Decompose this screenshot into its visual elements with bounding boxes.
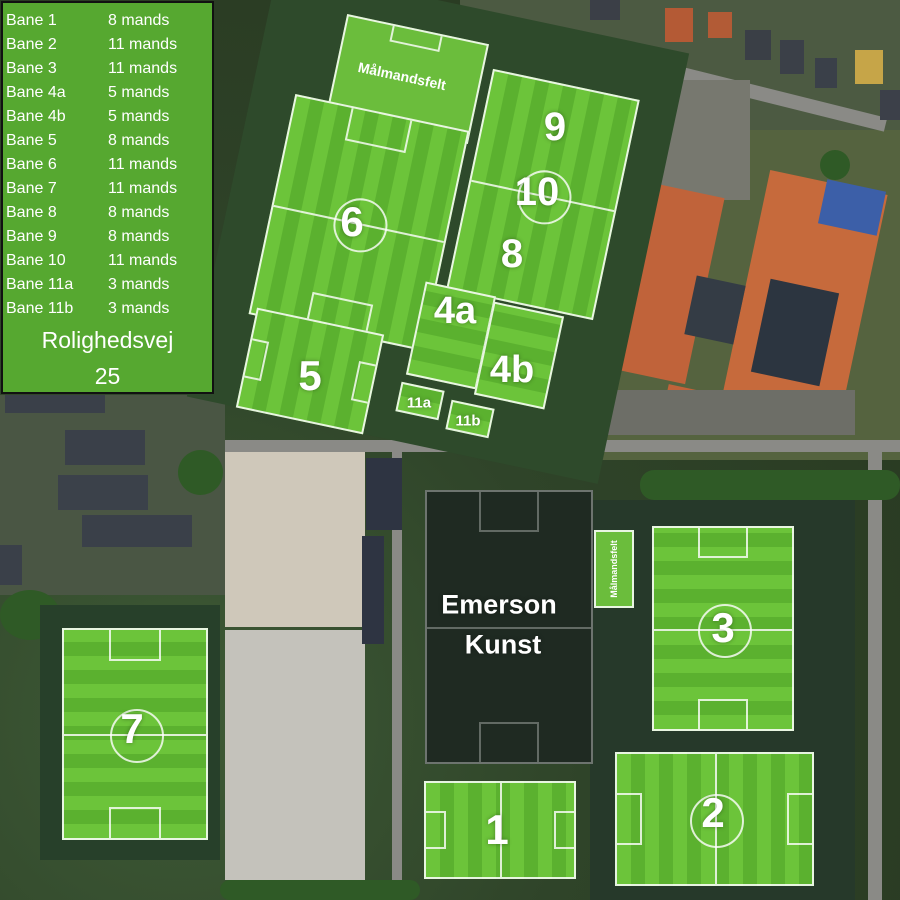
legend-name: Bane 10 (6, 252, 66, 269)
pitch-legend: Bane 1 8 mands Bane 2 11 mands Bane 3 11… (1, 1, 214, 394)
legend-name: Bane 2 (6, 36, 57, 53)
tree (178, 450, 223, 495)
east-road (868, 440, 882, 900)
penalty-box (617, 793, 643, 845)
pitch-5-number: 5 (298, 352, 322, 399)
halfway-line (427, 627, 591, 629)
penalty-box (244, 338, 270, 381)
legend-size: 8 mands (108, 204, 170, 221)
legend-name: Bane 4b (6, 108, 66, 125)
house (665, 8, 693, 42)
legend-name: Bane 11a (6, 276, 74, 293)
legend-name: Bane 6 (6, 156, 57, 173)
tree (220, 880, 420, 900)
legend-name: Bane 3 (6, 60, 57, 77)
sand-field (225, 452, 365, 627)
legend-size: 3 mands (108, 276, 170, 293)
tree (820, 150, 850, 180)
pitch-4a-number: 4a (433, 290, 477, 332)
halfway-line (500, 783, 502, 877)
legend-size: 11 mands (108, 60, 178, 77)
pitch-9-number: 9 (543, 105, 567, 149)
penalty-box (426, 811, 446, 849)
legend-size: 11 mands (108, 180, 178, 197)
penalty-box (698, 528, 748, 559)
penalty-box (109, 630, 161, 662)
center-circle (110, 709, 164, 763)
house (58, 475, 148, 510)
legend-size: 3 mands (108, 300, 170, 317)
pitch-6-number: 6 (340, 198, 364, 245)
house (745, 30, 771, 60)
pitch-1[interactable] (424, 781, 576, 879)
artificial-pitch-label-line2: Kunst (464, 629, 542, 660)
legend-size: 5 mands (108, 84, 170, 101)
pitch-7[interactable] (62, 628, 208, 840)
legend-name: Bane 1 (6, 12, 57, 29)
pitch-11a-number: 11a (406, 394, 432, 412)
legend-size: 11 mands (108, 252, 178, 269)
house (780, 40, 804, 74)
pitch-7-number: 7 (120, 705, 144, 752)
clubhouse (362, 536, 384, 644)
legend-name: Bane 8 (6, 204, 57, 221)
penalty-box (554, 811, 574, 849)
pitch-1-number: 1 (485, 806, 509, 853)
house (65, 430, 145, 465)
legend-name: Bane 11b (6, 300, 74, 317)
penalty-box (109, 806, 161, 838)
pitch-3[interactable] (652, 526, 794, 731)
address-street: Rolighedsvej (41, 327, 174, 353)
tree (640, 470, 900, 500)
center-circle (698, 603, 752, 658)
house (590, 0, 620, 20)
center-circle (689, 794, 744, 848)
artificial-pitch-label-line1: Emerson (441, 589, 557, 620)
legend-size: 5 mands (108, 108, 170, 125)
pitch-10-number: 10 (514, 170, 560, 214)
penalty-box (479, 722, 539, 762)
legend-size: 11 mands (108, 156, 178, 173)
clubhouse (366, 458, 402, 530)
house (855, 50, 883, 84)
legend-name: Bane 7 (6, 180, 57, 197)
pitch-3-number: 3 (711, 604, 735, 651)
pitch-11b-number: 11b (455, 412, 481, 430)
legend-size: 8 mands (108, 12, 170, 29)
pitch-8-number: 8 (500, 232, 524, 276)
house (5, 395, 105, 413)
pitch-2[interactable] (615, 752, 814, 886)
legend-size: 11 mands (108, 36, 178, 53)
house (708, 12, 732, 38)
pitch-4b-number: 4b (489, 349, 535, 391)
penalty-box (698, 698, 748, 729)
penalty-box (479, 492, 539, 532)
artificial-pitch-emerson-kunst[interactable] (425, 490, 593, 764)
legend-name: Bane 4a (6, 84, 66, 101)
legend-name: Bane 5 (6, 132, 57, 149)
house (82, 515, 192, 547)
house (815, 58, 837, 88)
penalty-box (786, 793, 812, 845)
goalkeeper-area-small[interactable] (594, 530, 634, 608)
house (0, 545, 22, 585)
gravel-lot (225, 630, 365, 880)
west-lane (392, 452, 402, 900)
legend-name: Bane 9 (6, 228, 57, 245)
legend-size: 8 mands (108, 132, 170, 149)
address-number: 25 (94, 363, 121, 389)
legend-size: 8 mands (108, 228, 170, 245)
pitch-2-number: 2 (701, 789, 725, 836)
house (880, 90, 900, 120)
goalkeeper-area-small-label: Målmandsfelt (609, 540, 619, 598)
